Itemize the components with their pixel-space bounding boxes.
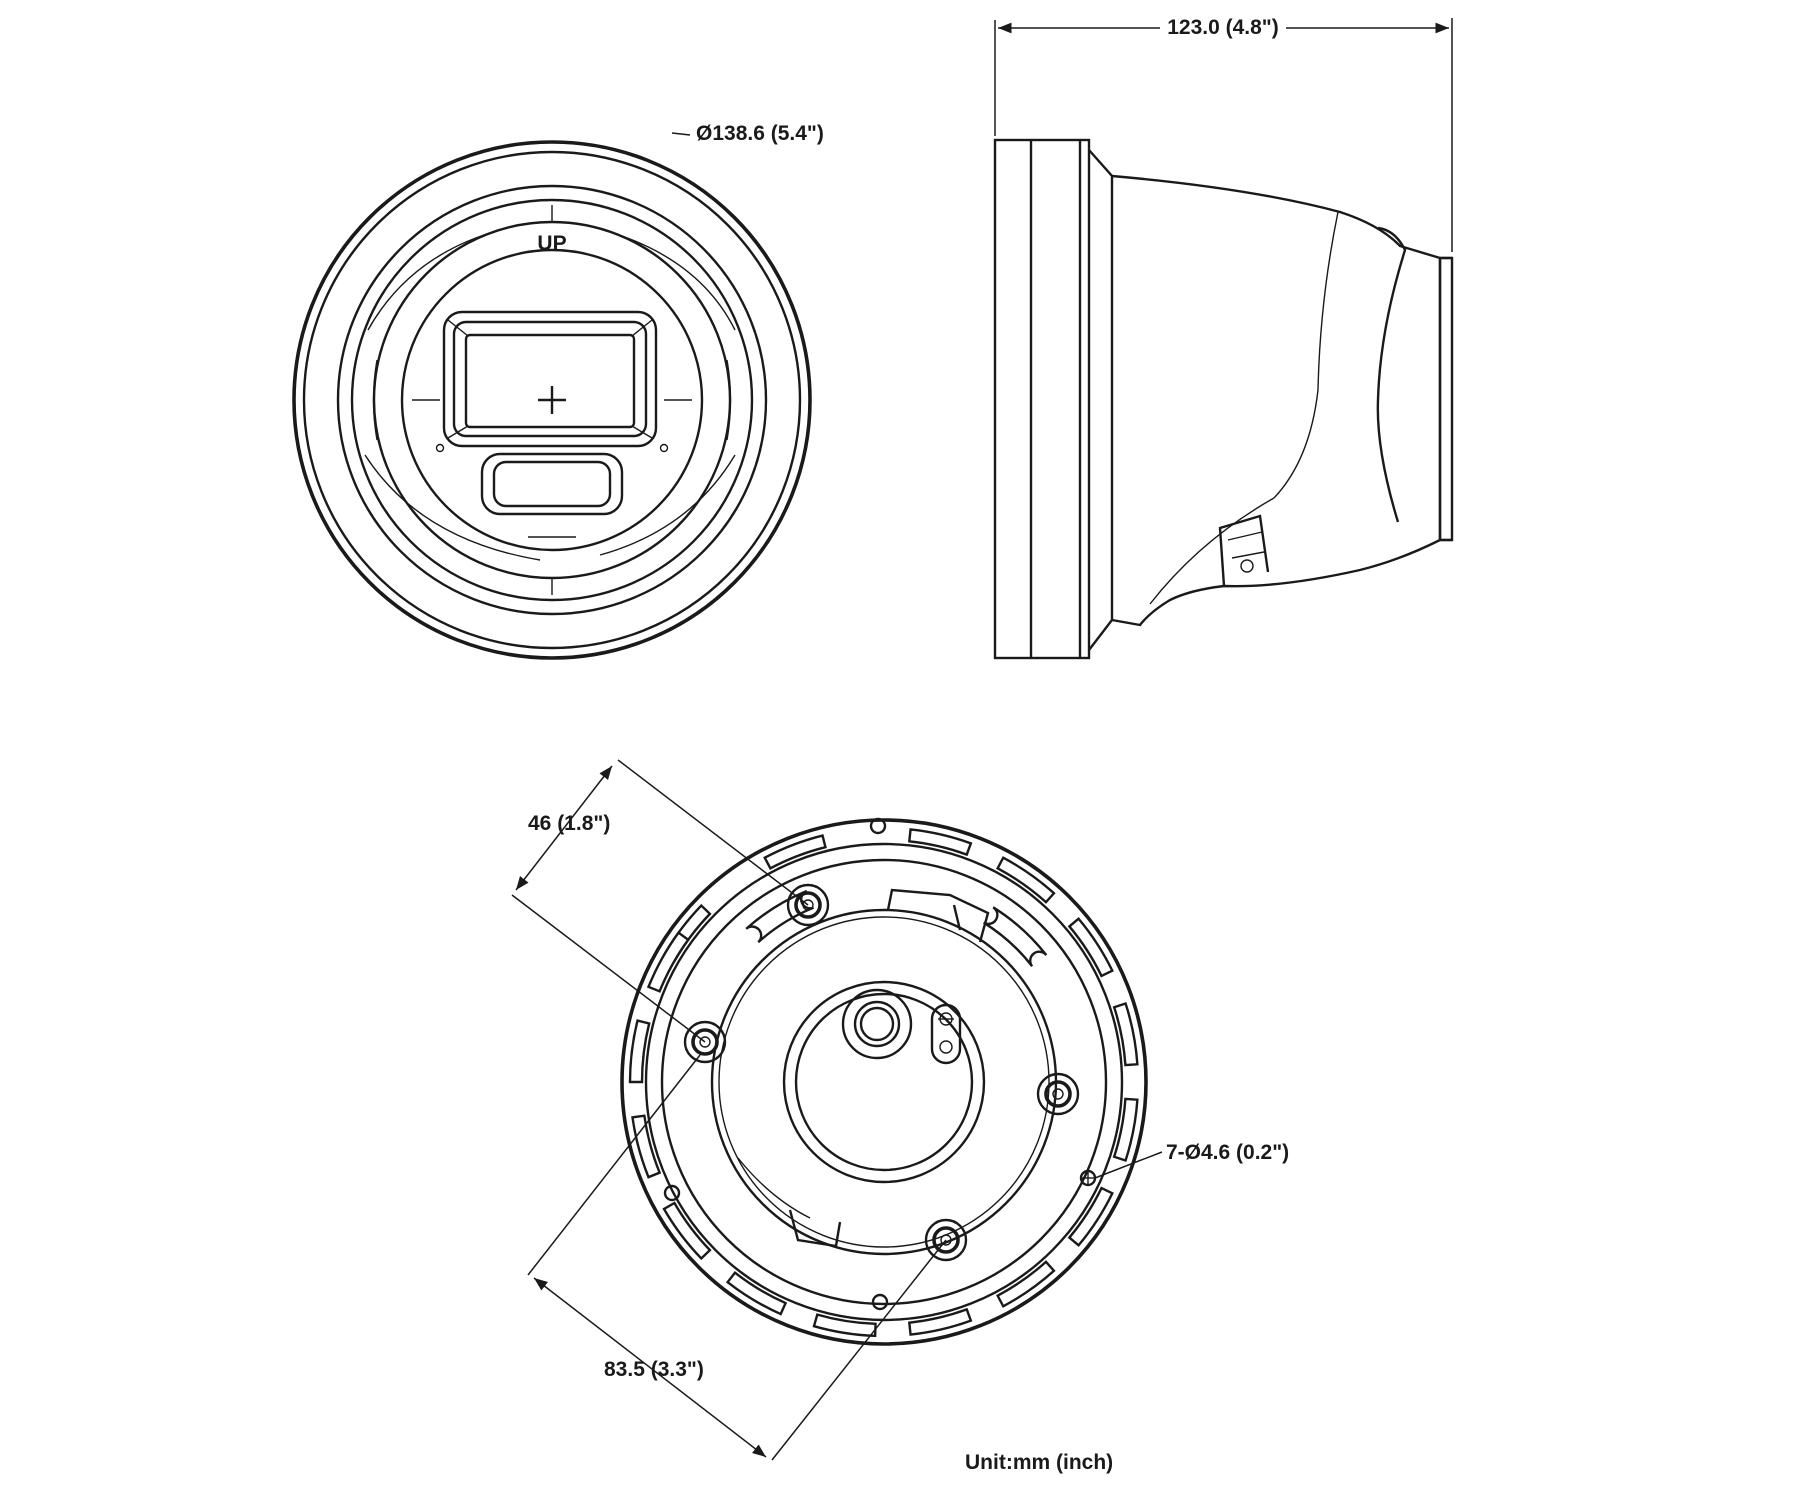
rim-marks [663, 817, 1097, 1311]
depth-label: 123.0 (4.8") [1167, 16, 1279, 39]
bottom-view: 46 (1.8") 83.5 (3.3") 7-Ø4.6 (0.2") [511, 759, 1289, 1461]
long-spacing-dimension-line [533, 1277, 767, 1458]
lens-window [442, 310, 658, 448]
lens-glass [464, 333, 636, 429]
rim-slot [763, 834, 827, 870]
dome-outer-ring [292, 140, 812, 660]
screw-hole-center [699, 1036, 711, 1048]
screw-hole-center [940, 1234, 952, 1246]
long-spacing-label: 83.5 (3.3") [604, 1358, 704, 1381]
screw-slot [930, 1003, 962, 1065]
screw-boss [683, 1020, 727, 1064]
screw-hole [1044, 1080, 1072, 1108]
rim-slot [907, 828, 973, 857]
rim-slot [1067, 1186, 1114, 1247]
rim-slot [631, 1114, 662, 1179]
screw-boss [924, 1218, 968, 1262]
mount-arc-slot [982, 906, 1048, 967]
rim-slot [646, 931, 690, 993]
rim-slot [1112, 1001, 1139, 1067]
screw-hole [932, 1226, 960, 1254]
rim-slot [1112, 1097, 1139, 1163]
up-mark: UP [537, 232, 566, 255]
cable-chamber [782, 980, 986, 1184]
rim-slot [995, 1260, 1056, 1308]
screw-hole-center [1052, 1088, 1064, 1100]
hole-size-label: 7-Ø4.6 (0.2") [1166, 1141, 1289, 1164]
diameter-leader [671, 132, 691, 136]
front-face [400, 248, 704, 552]
screw-boss [786, 883, 830, 927]
hole-size-leader [1094, 1151, 1163, 1179]
rim-hole [869, 817, 887, 835]
side-body [1111, 174, 1442, 627]
rim-slot [1067, 917, 1114, 978]
short-spacing-dimension-line [515, 765, 613, 891]
front-view: UP Ø138.6 (5.4") [292, 122, 824, 660]
short-spacing-label: 46 (1.8") [528, 812, 610, 835]
rim-slot [995, 856, 1056, 904]
cable-notch [886, 888, 990, 943]
rim-hole [663, 1184, 681, 1202]
unit-note: Unit:mm (inch) [965, 1451, 1113, 1474]
rim-slot [907, 1307, 973, 1336]
inner-housing [710, 908, 1058, 1256]
side-base-plate [993, 138, 1091, 660]
screw-hole [794, 891, 822, 919]
rim-hole [871, 1293, 889, 1311]
side-shoulder [1088, 149, 1114, 651]
side-bracket [1218, 514, 1270, 587]
screw-hole-center [802, 899, 814, 911]
rim-slot [662, 1201, 712, 1261]
mount-base-outer [620, 818, 1148, 1346]
cable-entry [841, 988, 913, 1060]
mount-arc-slot [745, 889, 815, 944]
mounting-holes [683, 883, 1080, 1262]
rim-slots [628, 828, 1139, 1338]
diameter-label: Ø138.6 (5.4") [696, 122, 824, 145]
side-view: 123.0 (4.8") [993, 12, 1454, 660]
screw-boss [1036, 1072, 1080, 1116]
light-module [480, 452, 624, 516]
screw-hole [691, 1028, 719, 1056]
rim-slot [628, 1019, 651, 1084]
rim-slot [812, 1313, 877, 1338]
